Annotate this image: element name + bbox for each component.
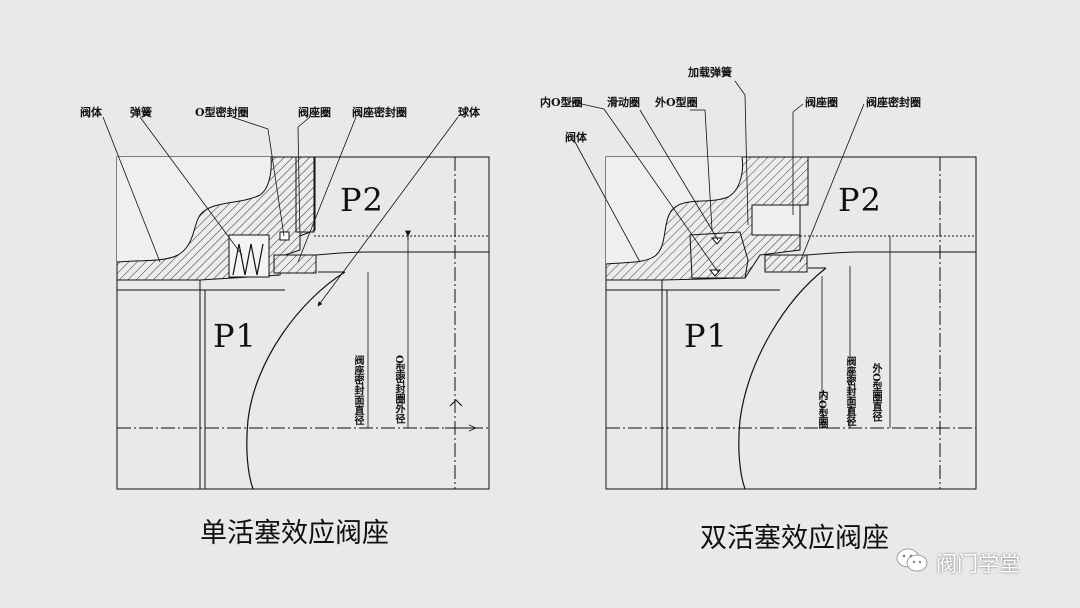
double-piston-diagram — [567, 80, 977, 490]
label-seat-seal-right: 阀座密封圈 — [866, 96, 921, 109]
label-spring: 弹簧 — [130, 106, 152, 119]
leader-spring — [139, 116, 243, 256]
label-inner-o-ring: 内O型圈 — [540, 96, 583, 109]
label-inner-o-ring-dim: 内O型圈 — [816, 390, 827, 429]
label-body-right: 阀体 — [565, 131, 587, 144]
spring-pocket — [228, 234, 270, 278]
seat-edge-line — [314, 251, 489, 256]
ball-arc-right — [738, 267, 827, 490]
label-seat-seal-diameter-right: 阀座密封面直径 — [844, 356, 855, 426]
flow-arrow-up — [449, 399, 463, 407]
label-p1-right: P1 — [684, 317, 728, 355]
label-body-left: 阀体 — [80, 106, 102, 119]
watermark-text: 阀门学堂 — [936, 552, 1020, 576]
leader-body-left — [102, 116, 161, 263]
label-outer-o-ring-diameter: 外O型圈直径 — [870, 363, 881, 422]
seat-seal-left — [273, 254, 317, 274]
wechat-icon — [896, 548, 928, 572]
o-ring-left — [279, 231, 290, 241]
label-p2-left: P2 — [340, 181, 384, 219]
label-seat-seal: 阀座密封圈 — [352, 106, 407, 119]
leader-ball — [317, 116, 459, 307]
leader-seat-ring — [297, 126, 301, 241]
label-seat-ring-right: 阀座圈 — [805, 96, 838, 109]
label-p2-right: P2 — [838, 181, 882, 219]
label-seat-ring: 阀座圈 — [298, 106, 331, 119]
seat-ring-right — [751, 204, 801, 236]
label-outer-o-ring: 外O型圈 — [655, 96, 698, 109]
leader-o-ring — [267, 128, 285, 237]
valve-body-right — [605, 156, 809, 281]
seat-seal-right — [764, 254, 808, 273]
leader-seat-seal — [297, 116, 357, 263]
leader-outer-o — [704, 109, 713, 231]
caption-double: 双活塞效应阀座 — [700, 523, 889, 554]
seat-edge-line-right — [806, 251, 976, 256]
label-o-ring-outer-diameter: O型密封圈外径 — [393, 355, 404, 424]
leader-body-right — [574, 141, 641, 263]
sliding-ring — [689, 231, 749, 279]
label-o-ring: O型密封圈 — [195, 106, 249, 119]
label-ball: 球体 — [458, 106, 480, 119]
leader-load-spring — [744, 94, 749, 226]
caption-single: 单活塞效应阀座 — [200, 518, 389, 549]
label-p1-left: P1 — [213, 317, 257, 355]
label-seat-seal-diameter: 阀座密封面直径 — [352, 355, 363, 425]
ball-arc-left — [246, 271, 346, 490]
seat-ring-left — [295, 156, 315, 233]
single-piston-diagram — [102, 116, 490, 490]
leader-sliding-ring — [639, 109, 719, 241]
label-sliding-ring: 滑动圈 — [607, 96, 640, 109]
leader-seat-seal-right — [799, 103, 865, 263]
label-load-spring: 加载弹簧 — [688, 66, 732, 79]
leader-inner-o — [603, 108, 719, 273]
